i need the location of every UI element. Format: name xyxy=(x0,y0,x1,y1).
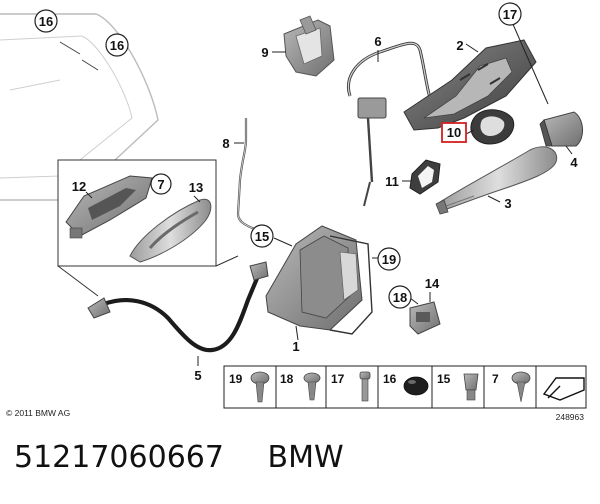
callout-15: 15 xyxy=(250,224,274,248)
bowden-cable-part xyxy=(347,41,432,207)
flange-screw-icon xyxy=(303,372,321,401)
svg-text:16: 16 xyxy=(39,14,53,29)
callout-5: 5 xyxy=(194,368,201,383)
bracket-part xyxy=(272,15,335,77)
callout-19: 19 xyxy=(377,247,401,271)
callout-13: 13 xyxy=(189,180,203,195)
callout-7: 7 xyxy=(150,173,172,195)
inner-handle-part xyxy=(129,195,212,263)
diagram-id: 248963 xyxy=(556,412,585,422)
leader-line xyxy=(511,21,549,105)
svg-text:16: 16 xyxy=(110,38,124,53)
fastener-number: 16 xyxy=(383,372,397,386)
callout-18: 18 xyxy=(388,285,412,309)
door-outline xyxy=(0,13,159,201)
cable-part xyxy=(87,261,269,366)
bolt-icon xyxy=(359,371,371,402)
callout-9: 9 xyxy=(261,45,268,60)
fasteners-strip: 19 18 17 16 15 7 xyxy=(223,365,587,409)
svg-text:15: 15 xyxy=(255,229,269,244)
callout-14: 14 xyxy=(425,276,440,291)
rod-part xyxy=(234,118,263,234)
direction-arrow-icon xyxy=(542,377,585,401)
svg-text:10: 10 xyxy=(447,125,461,140)
svg-text:18: 18 xyxy=(393,290,407,305)
parts-diagram: 19 18 17 16 15 7 xyxy=(0,2,587,422)
inner-handle-set-part xyxy=(65,175,153,239)
lock-part xyxy=(265,225,373,341)
fastener-number: 18 xyxy=(280,372,294,386)
fastener-number: 19 xyxy=(229,372,243,386)
spring-clip-icon xyxy=(463,373,479,401)
carrier-part xyxy=(403,39,537,131)
callout-11: 11 xyxy=(385,174,399,189)
seal-part xyxy=(465,109,515,145)
part-number: 51217060667 xyxy=(14,440,224,475)
outer-handle-part xyxy=(435,146,558,215)
leader-line xyxy=(273,237,293,247)
callout-16: 16 xyxy=(105,33,129,57)
copyright-text: © 2011 BMW AG xyxy=(6,408,70,418)
callout-12: 12 xyxy=(72,179,86,194)
part-footer: 51217060667 BMW xyxy=(14,440,594,484)
svg-text:19: 19 xyxy=(382,252,396,267)
self-tapping-screw-icon xyxy=(511,371,531,403)
callout-10-highlighted: 10 xyxy=(441,122,467,143)
callout-3: 3 xyxy=(504,196,511,211)
catch-part xyxy=(409,292,441,335)
fastener-number: 15 xyxy=(437,372,451,386)
callout-16: 16 xyxy=(34,9,58,33)
gasket-part xyxy=(402,159,441,195)
callout-4: 4 xyxy=(570,155,578,170)
grommet-icon xyxy=(403,376,429,396)
svg-text:7: 7 xyxy=(157,177,164,192)
callout-1: 1 xyxy=(292,339,299,354)
torx-screw-icon xyxy=(250,371,270,403)
end-cap-part xyxy=(539,111,583,155)
fastener-number: 17 xyxy=(331,372,345,386)
svg-text:17: 17 xyxy=(503,7,517,22)
callout-17: 17 xyxy=(498,2,522,26)
callout-6: 6 xyxy=(374,34,381,49)
fastener-number: 7 xyxy=(492,372,499,386)
brand-name: BMW xyxy=(267,440,344,475)
callout-2: 2 xyxy=(456,38,463,53)
callout-8: 8 xyxy=(222,136,229,151)
